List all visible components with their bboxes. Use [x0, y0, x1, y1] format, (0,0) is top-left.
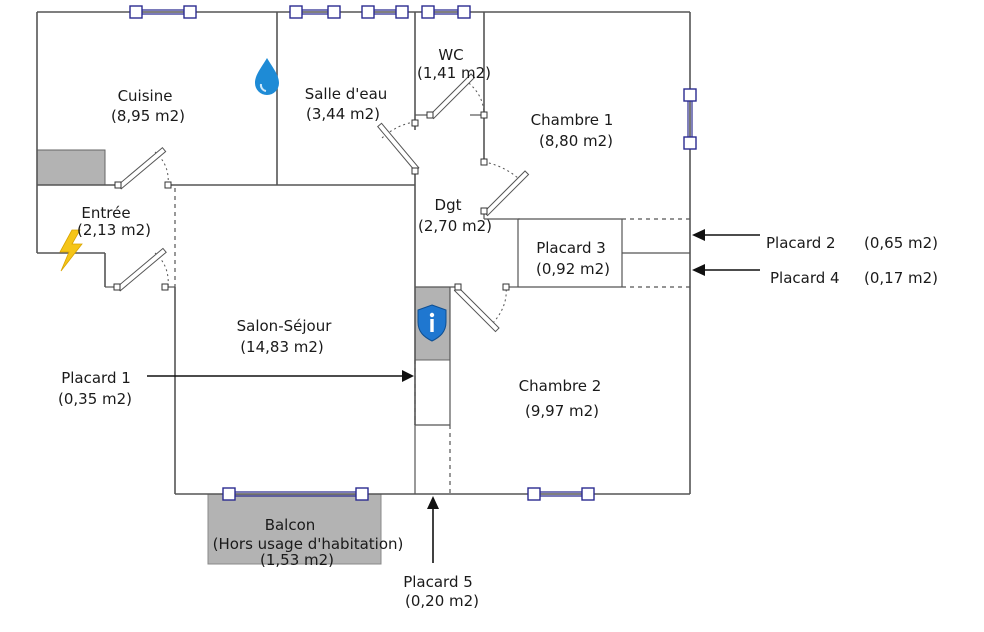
callout-placard5-area: (0,20 m2) — [405, 592, 479, 610]
info-shield-icon — [417, 304, 447, 342]
callout-placard1-name: Placard 1 — [61, 369, 131, 387]
room-entree-area: (2,13 m2) — [77, 221, 151, 239]
room-salon-area: (14,83 m2) — [240, 338, 324, 356]
room-wc-area: (1,41 m2) — [417, 64, 491, 82]
room-salle-eau-area: (3,44 m2) — [306, 105, 380, 123]
room-chambre2-name: Chambre 2 — [519, 377, 602, 395]
room-cuisine-area: (8,95 m2) — [111, 107, 185, 125]
door-bathroom — [377, 122, 420, 172]
room-dgt-name: Dgt — [435, 196, 462, 214]
door-bedroom2 — [453, 286, 500, 333]
room-chambre1-area: (8,80 m2) — [539, 132, 613, 150]
callout-arrows — [147, 229, 760, 563]
callout-placard2-name: Placard 2 — [766, 234, 836, 252]
room-salon-name: Salon-Séjour — [237, 317, 333, 335]
room-balcon-note: (Hors usage d'habitation) — [213, 535, 404, 553]
door-bedroom1 — [483, 170, 530, 217]
dashed-openings — [174, 188, 690, 494]
callout-placard4-area: (0,17 m2) — [864, 269, 938, 287]
callout-placard1-area: (0,35 m2) — [58, 390, 132, 408]
room-balcon-name: Balcon — [265, 516, 316, 534]
door-kitchen — [117, 147, 167, 190]
room-balcon-area: (1,53 m2) — [260, 551, 334, 569]
lightning-icon — [59, 229, 83, 272]
water-drop-icon — [255, 58, 279, 95]
room-cuisine-name: Cuisine — [118, 87, 173, 105]
room-salle-eau-name: Salle d'eau — [305, 85, 388, 103]
windows — [129, 5, 697, 501]
callout-placard4-name: Placard 4 — [770, 269, 840, 287]
room-placard3-name: Placard 3 — [536, 239, 606, 257]
doors — [113, 73, 530, 333]
room-chambre2-area: (9,97 m2) — [525, 402, 599, 420]
room-placard3-area: (0,92 m2) — [536, 260, 610, 278]
room-wc-name: WC — [438, 46, 463, 64]
balcony-area — [207, 493, 382, 565]
callout-placard2-area: (0,65 m2) — [864, 234, 938, 252]
door-entrance — [116, 247, 167, 292]
room-chambre1-name: Chambre 1 — [531, 111, 614, 129]
kitchen-counter — [36, 149, 106, 186]
callout-placard5-name: Placard 5 — [403, 573, 473, 591]
room-dgt-area: (2,70 m2) — [418, 217, 492, 235]
room-entree-name: Entrée — [81, 204, 130, 222]
